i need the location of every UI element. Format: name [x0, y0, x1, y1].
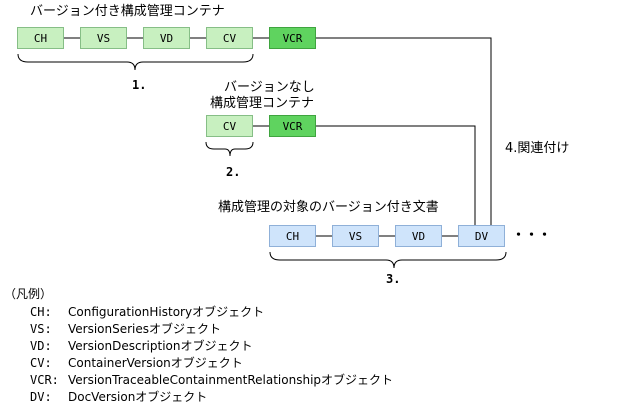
group3-ch-box: CH — [269, 225, 316, 247]
group2-vcr-box: VCR — [269, 115, 316, 137]
legend-abbr: DV: — [30, 390, 52, 404]
group1-vd-box: VD — [143, 27, 190, 49]
group2-title-line2: 構成管理コンテナ — [210, 96, 315, 111]
group1-title: バージョン付き構成管理コンテナ — [30, 4, 225, 19]
brace-1 — [17, 53, 254, 71]
group1-cv-box: CV — [206, 27, 253, 49]
group3-number: 3. — [386, 272, 401, 286]
group3-title: 構成管理の対象のバージョン付き文書 — [218, 200, 439, 215]
group2-title-line1: バージョンなし — [224, 80, 315, 95]
group1-ch-box: CH — [17, 27, 64, 49]
legend-desc: VersionSeriesオブジェクト — [68, 322, 222, 336]
legend-item: CH: ConfigurationHistoryオブジェクト — [30, 305, 264, 320]
legend-item: VCR: VersionTraceableContainmentRelations… — [30, 373, 393, 388]
legend-desc: ConfigurationHistoryオブジェクト — [68, 305, 265, 319]
legend-desc: ContainerVersionオブジェクト — [68, 356, 243, 370]
legend-abbr: VD: — [30, 339, 52, 353]
legend-desc: VersionDescriptionオブジェクト — [68, 339, 253, 353]
group1-vcr-box: VCR — [269, 27, 316, 49]
group3-vs-box: VS — [332, 225, 379, 247]
legend-desc: VersionTraceableContainmentRelationshipオ… — [68, 373, 394, 387]
group2-cv-box: CV — [206, 115, 253, 137]
legend-abbr: CV: — [30, 356, 52, 370]
legend-item: CV: ContainerVersionオブジェクト — [30, 356, 243, 371]
brace-2 — [205, 141, 254, 157]
group3-vd-box: VD — [395, 225, 442, 247]
group1-number: 1. — [132, 78, 147, 92]
legend-abbr: VCR: — [30, 373, 59, 387]
legend-item: DV: DocVersionオブジェクト — [30, 390, 207, 405]
group3-dv-box: DV — [458, 225, 505, 247]
legend-desc: DocVersionオブジェクト — [68, 390, 208, 404]
legend-abbr: CH: — [30, 305, 52, 319]
relation-label: 4.関連付け — [505, 141, 570, 156]
legend-title: （凡例） — [4, 287, 53, 301]
legend-item: VD: VersionDescriptionオブジェクト — [30, 339, 252, 354]
ellipsis: ・・・ — [512, 228, 552, 243]
group2-number: 2. — [226, 165, 241, 179]
legend-abbr: VS: — [30, 322, 52, 336]
group1-vs-box: VS — [80, 27, 127, 49]
brace-3 — [269, 251, 507, 269]
legend-item: VS: VersionSeriesオブジェクト — [30, 322, 221, 337]
